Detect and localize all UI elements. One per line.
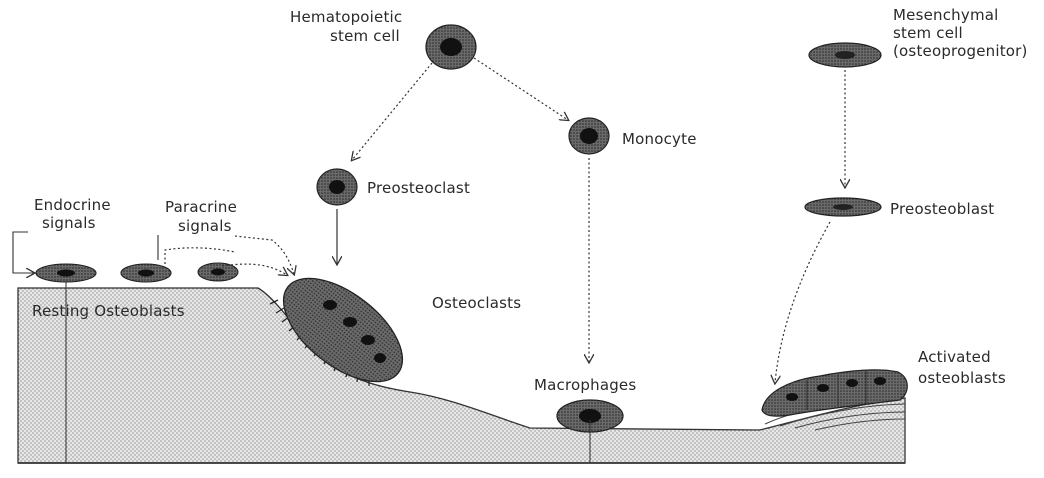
endocrine-bracket [13, 232, 34, 273]
paracrine-label-line1: Paracrine [165, 198, 237, 216]
endocrine-label-line1: Endocrine [34, 196, 111, 214]
preosteoclast-label: Preosteoclast [367, 179, 470, 197]
mesenchymal-stem-cell [809, 43, 881, 67]
preosteoclast-cell [317, 169, 357, 205]
resting-osteoblast-2 [121, 264, 171, 282]
macrophages-label: Macrophages [534, 376, 636, 394]
monocyte-label: Monocyte [622, 130, 697, 148]
msc-label-line2: stem cell [893, 24, 963, 42]
resting-osteoblasts-label: Resting Osteoblasts [32, 302, 185, 320]
paracrine-arrow-3 [165, 248, 235, 264]
endocrine-label-line2: signals [42, 214, 96, 232]
hsc-label-line2: stem cell [330, 27, 400, 45]
preosteoblast-cell [805, 198, 881, 216]
hematopoietic-stem-cell [426, 25, 476, 69]
msc-label-line1: Mesenchymal [893, 6, 999, 24]
paracrine-label-line2: signals [178, 217, 232, 235]
arrow-hsc-to-preosteoclast [352, 63, 432, 160]
resting-osteoblast-1 [36, 264, 96, 282]
msc-label-line3: (osteoprogenitor) [893, 42, 1028, 60]
hsc-label-line1: Hematopoietic [290, 8, 402, 26]
resting-osteoblast-3 [198, 263, 238, 281]
arrow-preosteoblast-to-activated [775, 222, 830, 383]
activated-label-line2: osteoblasts [918, 369, 1006, 387]
preosteoblast-label: Preosteoblast [890, 200, 994, 218]
osteoclasts-label: Osteoclasts [432, 294, 521, 312]
activated-label-line1: Activated [918, 348, 991, 366]
arrow-hsc-to-monocyte [474, 58, 568, 120]
monocyte-cell [569, 118, 609, 154]
paracrine-arrow-1 [235, 236, 294, 274]
